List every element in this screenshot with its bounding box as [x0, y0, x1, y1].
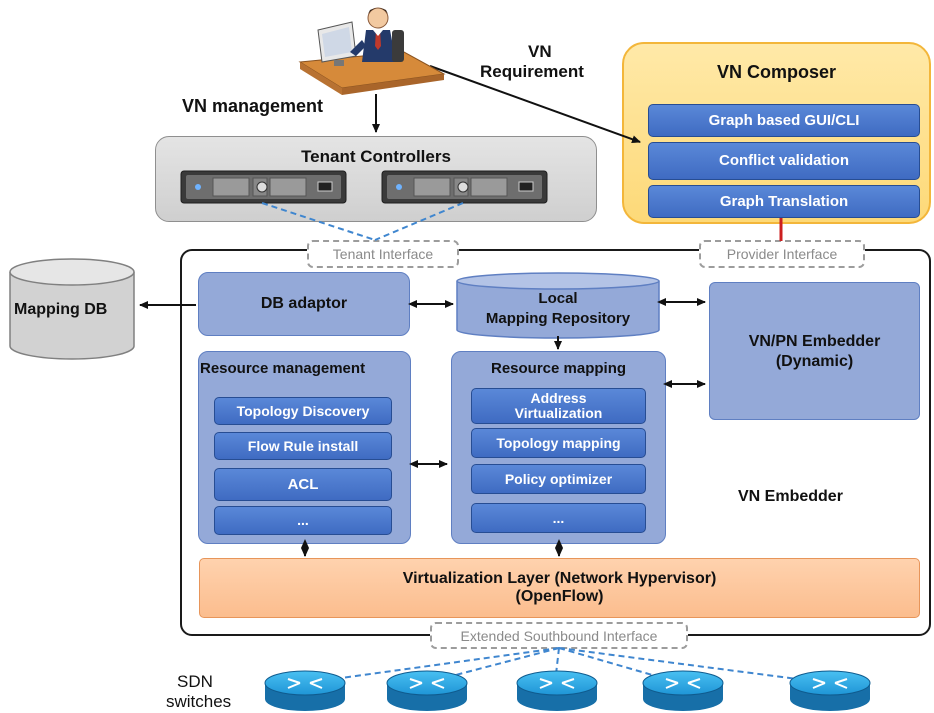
resource-management-title: Resource management [200, 360, 366, 377]
conflict-validation-button[interactable]: Conflict validation [648, 142, 920, 180]
southbound-link-1 [304, 647, 560, 684]
database-cylinder-icon [9, 258, 135, 360]
tenant-interface-tag: Tenant Interface [307, 240, 459, 268]
switch-icon-3 [516, 670, 598, 711]
virtualization-layer-line2: (OpenFlow) [515, 588, 604, 605]
local-repo-line1: Local [538, 290, 578, 307]
switch-icon-4 [642, 670, 724, 711]
topology-discovery-button[interactable]: Topology Discovery [214, 397, 392, 425]
resource-mapping-title: Resource mapping [490, 360, 627, 377]
address-virtualization-button[interactable]: Address Virtualization [471, 388, 646, 424]
mapping-db-label: Mapping DB [14, 301, 108, 318]
switch-icon-1 [264, 670, 346, 711]
resource-management-more-button[interactable]: ... [214, 506, 392, 535]
vnpn-embedder-line1: VN/PN Embedder [748, 333, 881, 350]
policy-optimizer-button[interactable]: Policy optimizer [471, 464, 646, 494]
topology-mapping-button[interactable]: Topology mapping [471, 428, 646, 458]
vnpn-embedder-line2: (Dynamic) [775, 353, 854, 370]
vnpn-embedder-box: VN/PN Embedder (Dynamic) [709, 282, 920, 420]
db-adaptor-label: DB adaptor [260, 295, 348, 312]
acl-button[interactable]: ACL [214, 468, 392, 501]
vn-requirement-label-2: Requirement [480, 62, 584, 81]
local-repo-line2: Mapping Repository [485, 310, 631, 327]
address-virtualization-label: Address Virtualization [514, 390, 603, 421]
switch-icon-2 [386, 670, 468, 711]
vn-requirement-arrow [429, 65, 641, 144]
southbound-link-5 [558, 647, 829, 684]
virtualization-layer-box: Virtualization Layer (Network Hypervisor… [199, 558, 920, 618]
graph-translation-button[interactable]: Graph Translation [648, 185, 920, 218]
flow-rule-install-button[interactable]: Flow Rule install [214, 432, 392, 460]
resource-mapping-more-button[interactable]: ... [471, 503, 646, 533]
db-adaptor-box: DB adaptor [198, 272, 410, 336]
vn-management-label: VN management [182, 96, 324, 116]
tenant-controllers-title: Tenant Controllers [301, 147, 451, 166]
server-icon-left [180, 170, 347, 204]
southbound-link-3 [554, 647, 560, 684]
sdn-switches-label-1: SDN [177, 672, 213, 691]
southbound-interface-tag: Extended Southbound Interface [430, 622, 688, 649]
graph-gui-cli-button[interactable]: Graph based GUI/CLI [648, 104, 920, 137]
tenant-link-right [374, 202, 464, 241]
server-icon-right [381, 170, 548, 204]
switch-icon-5 [789, 670, 871, 711]
virtualization-layer-line1: Virtualization Layer (Network Hypervisor… [402, 570, 717, 587]
vn-requirement-label-1: VN [528, 42, 552, 61]
sdn-switches-label-2: switches [166, 692, 232, 711]
vn-composer-title: VN Composer [716, 62, 837, 82]
vn-embedder-label: VN Embedder [738, 488, 843, 505]
